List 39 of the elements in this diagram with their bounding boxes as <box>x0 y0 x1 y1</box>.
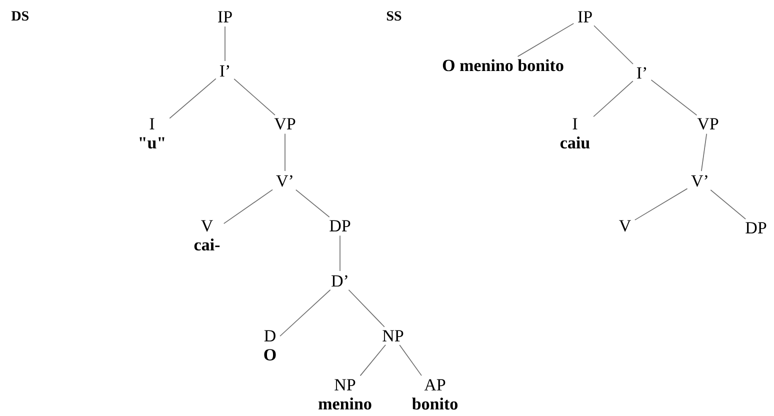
branch-line <box>284 133 286 172</box>
branch-line <box>593 80 634 118</box>
tree-label: O menino bonito <box>442 59 564 72</box>
branch-line <box>348 290 385 328</box>
branch-line <box>223 189 273 224</box>
tree-label: I caiu <box>560 118 590 149</box>
branch-line <box>650 80 698 116</box>
tree-label: VP <box>274 118 296 130</box>
tree-label: I’ <box>220 65 230 76</box>
tree-label: IP <box>218 11 232 22</box>
branch-line <box>234 78 276 116</box>
tree-label: VP <box>697 118 718 130</box>
tree-label: AP bonito <box>412 379 458 410</box>
tree-label: DP <box>746 222 766 234</box>
branch-line <box>399 344 422 376</box>
tree-label: DP <box>330 220 350 232</box>
tree-label: I’ <box>636 67 646 78</box>
branch-line <box>594 25 634 64</box>
tree-label: NP <box>382 330 404 342</box>
branch-line <box>634 188 688 220</box>
tree-label: I "u" <box>140 118 164 149</box>
tree-label: D O <box>264 330 276 360</box>
branch-line <box>296 189 330 218</box>
branch-line <box>701 133 708 172</box>
tree-label: V <box>619 220 631 232</box>
branch-line <box>280 289 331 337</box>
tree-label: V’ <box>691 175 708 187</box>
branch-line <box>710 189 746 220</box>
branch-line <box>360 344 386 376</box>
tree-heading: SS <box>386 11 402 21</box>
tree-label: V’ <box>276 175 292 187</box>
branch-line <box>517 23 574 57</box>
tree-label: V cai- <box>194 220 220 250</box>
tree-label: NP menino <box>318 379 372 410</box>
tree-heading: DS <box>11 11 28 21</box>
branch-line <box>169 78 216 119</box>
branch-line <box>224 26 226 62</box>
tree-label: IP <box>578 11 592 22</box>
tree-label: D’ <box>332 275 348 287</box>
